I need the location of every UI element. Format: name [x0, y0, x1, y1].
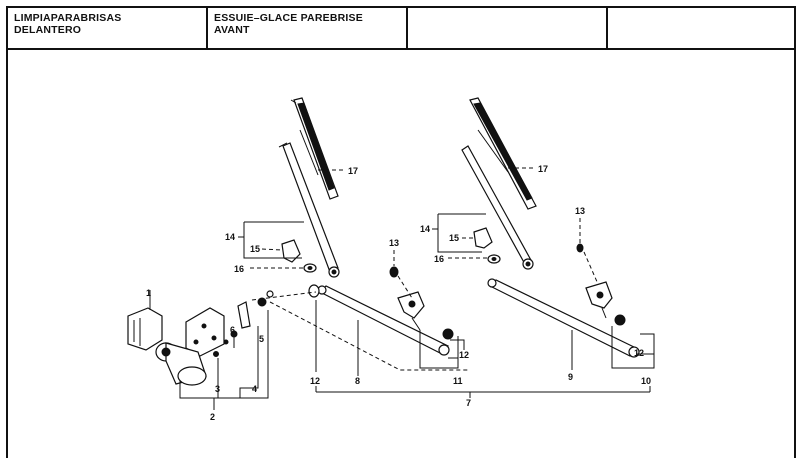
wiper-blade-right	[469, 97, 537, 210]
pivot-cap-right	[576, 243, 584, 253]
callout-15-right: 15	[449, 233, 459, 243]
crank-lever	[213, 290, 274, 357]
header-spanish-line2: DELANTERO	[14, 24, 82, 36]
callout-16-right: 16	[434, 254, 444, 264]
callout-15-left: 15	[250, 244, 260, 254]
pivot-housing-left	[397, 291, 425, 331]
header-cell-spanish: LIMPIAPARABRISAS DELANTERO	[6, 8, 206, 48]
pivot-cap-left	[389, 266, 399, 278]
callout-6: 6	[230, 325, 235, 335]
callout-14-left: 14	[225, 232, 235, 242]
nut-left	[303, 263, 317, 273]
callout-7: 7	[466, 398, 471, 408]
callout-2: 2	[210, 412, 215, 422]
callout-10: 10	[641, 376, 651, 386]
arm-cap-right	[473, 227, 493, 249]
callout-12-center: 12	[459, 350, 469, 360]
callout-14-right: 14	[420, 224, 430, 234]
frame-left-border	[6, 50, 8, 458]
callout-12-right: 12	[634, 348, 644, 358]
motor-cover	[127, 307, 163, 351]
callout-8: 8	[355, 376, 360, 386]
callout-16-left: 16	[234, 264, 244, 274]
callout-13-right: 13	[575, 206, 585, 216]
wiper-motor	[155, 342, 207, 386]
bushing-center	[442, 328, 454, 340]
callout-11: 11	[453, 376, 463, 386]
motor-bracket	[185, 307, 225, 357]
linkage-rod-left	[308, 284, 450, 356]
callout-17-right: 17	[538, 164, 548, 174]
leader-lines	[149, 167, 655, 410]
callout-4: 4	[252, 384, 257, 394]
arm-cap-left	[281, 239, 301, 263]
wiper-arm-left	[278, 142, 340, 278]
wiper-blade-left	[290, 97, 339, 200]
frame-right-border	[794, 50, 796, 458]
pivot-housing-right	[585, 281, 613, 319]
wiper-arm-right	[461, 145, 534, 270]
header-cell-french: ESSUIE–GLACE PAREBRISE AVANT	[206, 8, 406, 48]
header-table: LIMPIAPARABRISAS DELANTERO ESSUIE–GLACE …	[6, 6, 796, 50]
header-right-border	[794, 8, 796, 48]
header-cell-empty-1	[406, 8, 606, 48]
header-cell-empty-2	[606, 8, 796, 48]
callout-3: 3	[215, 384, 220, 394]
header-french-line2: AVANT	[214, 24, 250, 36]
callout-17-left: 17	[348, 166, 358, 176]
header-french-line1: ESSUIE–GLACE PAREBRISE	[214, 12, 363, 24]
linkage-rod-right	[487, 278, 640, 358]
header-spanish-line1: LIMPIAPARABRISAS	[14, 12, 122, 24]
nut-right	[487, 254, 501, 264]
callout-13-left: 13	[389, 238, 399, 248]
callout-labels: 1 2 3 4 5 6 7 8 9 10 11 12 12 12 13 13 1…	[146, 164, 651, 422]
callout-12-left: 12	[310, 376, 320, 386]
callout-9: 9	[568, 372, 573, 382]
callout-1: 1	[146, 288, 151, 298]
callout-5: 5	[259, 334, 264, 344]
